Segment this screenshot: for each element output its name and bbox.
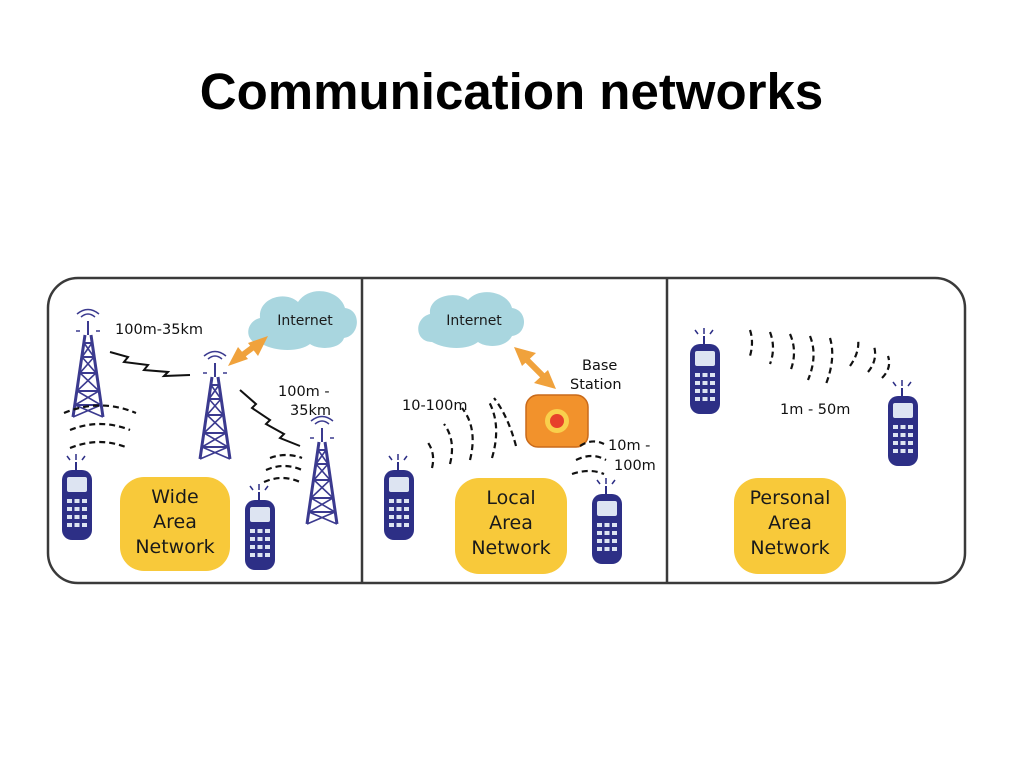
wan-label-pill	[120, 477, 230, 571]
pan-signal-waves	[748, 329, 891, 385]
wan-internet-cloud	[248, 291, 357, 350]
wan-link-left	[109, 351, 191, 378]
lan-name-1: Local	[486, 487, 535, 509]
pan-label-pill	[734, 478, 846, 574]
lan-cloud-label: Internet	[446, 313, 502, 329]
lan-range-right-1: 10m -	[608, 438, 650, 454]
wan-range-top: 100m-35km	[115, 322, 203, 338]
lan-panel: Internet Base Station 10-100m 10m - 100m	[383, 292, 656, 574]
lan-base-label-2: Station	[570, 377, 622, 393]
pan-range: 1m - 50m	[780, 402, 850, 418]
wan-signal-waves	[63, 404, 303, 484]
wan-name-2: Area	[153, 511, 197, 533]
lan-base-label-1: Base	[582, 358, 617, 374]
pan-panel: 1m - 50m Personal Area Network	[689, 327, 919, 574]
wan-name-3: Network	[135, 536, 214, 558]
lan-range-left: 10-100m	[402, 398, 467, 414]
pan-name-2: Area	[768, 512, 812, 534]
wan-range-right-1: 100m -	[278, 384, 330, 400]
wan-name-1: Wide	[151, 486, 198, 508]
lan-base-station	[525, 394, 589, 448]
pan-name-3: Network	[750, 537, 829, 559]
lan-signal-waves	[425, 397, 607, 476]
lan-internet-arrow	[514, 347, 556, 389]
lan-label-pill	[455, 478, 567, 574]
wan-panel: Internet 100m-35km 100m - 35km Wide Area…	[61, 291, 357, 571]
lan-name-2: Area	[489, 512, 533, 534]
pan-name-1: Personal	[750, 487, 831, 509]
wan-range-right-2: 35km	[290, 403, 331, 419]
lan-name-3: Network	[471, 537, 550, 559]
wan-internet-arrow	[228, 336, 268, 366]
wan-link-right	[239, 389, 301, 447]
lan-internet-cloud	[418, 292, 524, 348]
slide-title: Communication networks	[199, 63, 824, 120]
wan-cloud-label: Internet	[277, 313, 333, 329]
lan-range-right-2: 100m	[614, 458, 656, 474]
